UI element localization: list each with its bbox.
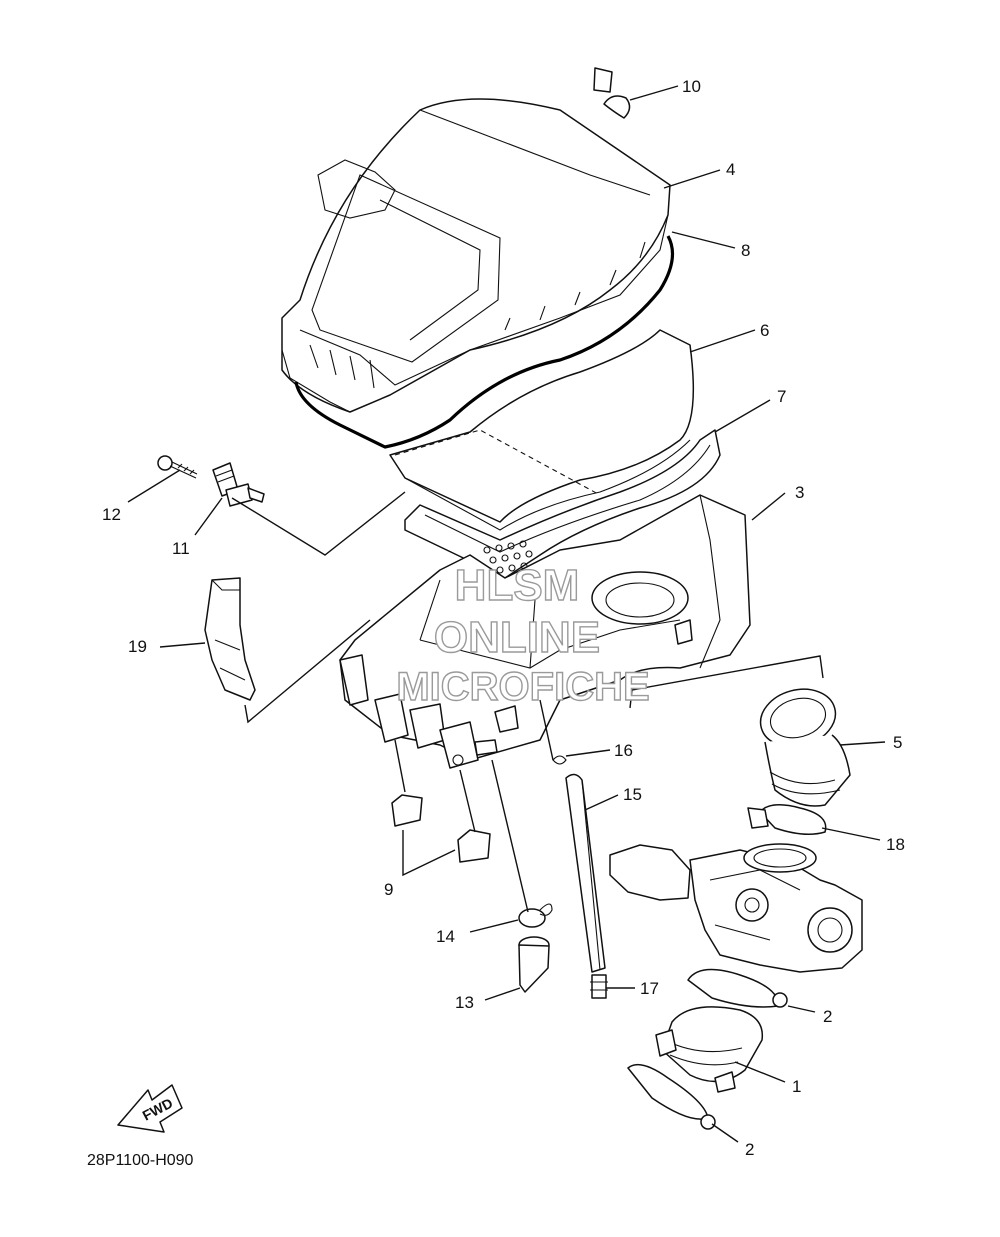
leader-19-bracket	[244, 619, 371, 724]
diagram-code: 28P1100-H090	[87, 1152, 194, 1169]
frame-perforations	[483, 540, 533, 574]
callout-10: 10	[682, 77, 701, 96]
callout-19: 19	[128, 637, 147, 656]
forward-arrow: FWD	[117, 1084, 183, 1133]
label-part	[593, 67, 631, 119]
throttle-body	[609, 843, 863, 973]
callout-11: 11	[172, 539, 190, 558]
air-filter-element	[389, 329, 695, 531]
air-box-cover	[281, 98, 671, 413]
callout-7: 7	[777, 387, 786, 406]
callout-8: 8	[741, 241, 750, 260]
leader-lines	[127, 85, 886, 1143]
plug-17	[590, 974, 608, 999]
watermark-line-3: MICROFICHE	[396, 665, 649, 709]
clip-nuts	[391, 794, 491, 863]
hose-clamp-18	[747, 804, 827, 835]
callout-12: 12	[102, 505, 121, 524]
callout-9: 9	[384, 880, 393, 899]
callout-2-upper: 2	[823, 1007, 832, 1026]
callout-6: 6	[760, 321, 769, 340]
clamp-2-upper	[687, 968, 788, 1008]
callout-5: 5	[893, 733, 902, 752]
callout-15: 15	[623, 785, 642, 804]
hose-15	[565, 773, 606, 973]
element-frame	[404, 429, 721, 579]
watermark-line-2: ONLINE	[434, 613, 600, 662]
callout-1: 1	[792, 1077, 801, 1096]
callout-16: 16	[614, 741, 633, 760]
callout-17: 17	[640, 979, 659, 998]
callout-2-lower: 2	[745, 1140, 754, 1159]
clamp-14	[518, 903, 553, 928]
air-box-joint	[759, 688, 851, 807]
callout-numbers: 10 4 8 6 7 3 12 11 19 5 16 15 18 9 14 13…	[102, 77, 905, 1159]
air-box-case	[339, 494, 751, 769]
watermark-line-1: HLSM	[455, 561, 580, 610]
callout-18: 18	[886, 835, 905, 854]
bracket	[204, 577, 256, 701]
cover-gasket	[294, 235, 675, 449]
callout-3: 3	[795, 483, 804, 502]
screw	[157, 455, 198, 479]
callout-14: 14	[436, 927, 455, 946]
leader-11-dashed	[231, 491, 406, 556]
carburetor-joint	[655, 1006, 764, 1093]
watermark: HLSM ONLINE MICROFICHE	[396, 560, 651, 709]
joint-fitting	[212, 462, 265, 507]
drain-plug-13	[518, 936, 550, 993]
callout-4: 4	[726, 160, 735, 179]
clip-16	[552, 755, 567, 765]
callout-13: 13	[455, 993, 474, 1012]
clamp-2-lower	[627, 1063, 716, 1130]
